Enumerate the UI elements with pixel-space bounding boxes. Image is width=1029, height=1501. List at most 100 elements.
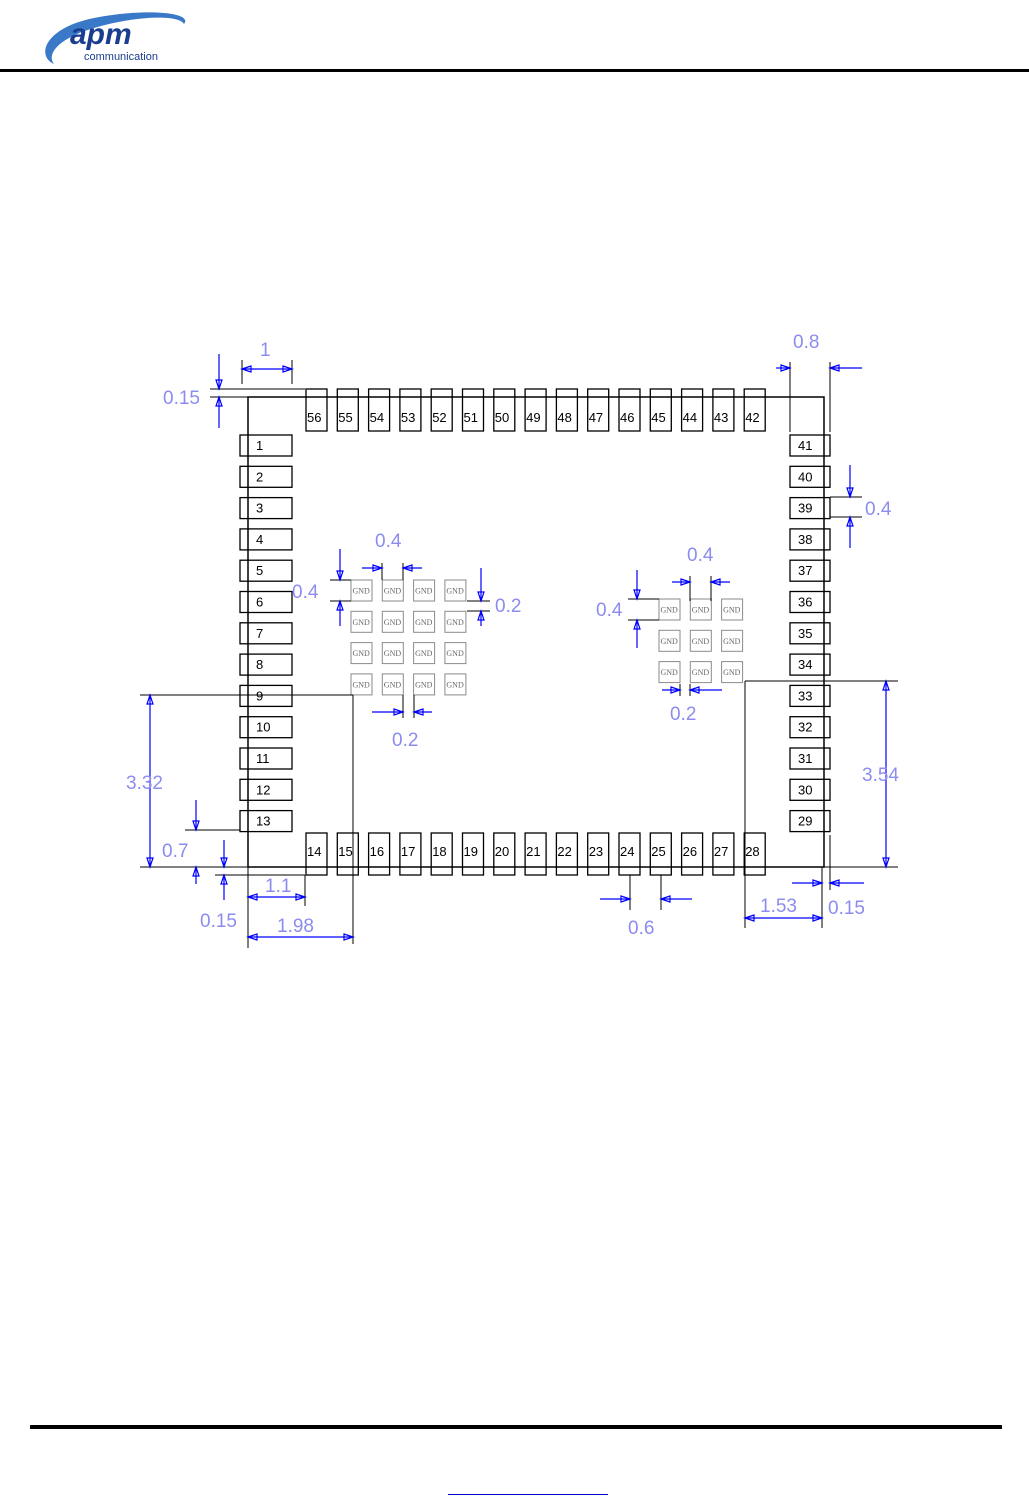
pin-pad bbox=[712, 832, 735, 876]
pin-pad bbox=[430, 832, 453, 876]
gnd-pad-left: GND bbox=[413, 642, 436, 665]
pin-pad bbox=[430, 388, 453, 432]
pin-number: 20 bbox=[495, 844, 509, 859]
dim-label: 1 bbox=[260, 340, 271, 361]
pin-number: 45 bbox=[651, 410, 665, 425]
pin-right: 29 bbox=[789, 809, 831, 833]
pin-pad bbox=[336, 388, 359, 432]
pin-pad bbox=[399, 832, 422, 876]
gnd-pad-left: GND bbox=[444, 642, 467, 665]
gnd-pad-right: GND bbox=[658, 661, 681, 684]
pin-pad bbox=[367, 832, 391, 876]
gnd-pad-left: GND bbox=[350, 610, 373, 633]
pin-pad bbox=[649, 388, 672, 432]
pin-number: 28 bbox=[745, 844, 759, 859]
pin-pad bbox=[789, 559, 831, 582]
pin-pad bbox=[789, 809, 831, 833]
gnd-label: GND bbox=[415, 649, 433, 658]
pin-right: 34 bbox=[789, 653, 831, 676]
pin-number: 24 bbox=[620, 844, 634, 859]
pin-number: 3 bbox=[256, 501, 263, 516]
pin-right: 35 bbox=[789, 622, 831, 645]
header-rule bbox=[0, 69, 1029, 72]
pin-number: 39 bbox=[798, 501, 812, 516]
dim-label: 1.53 bbox=[760, 896, 797, 917]
pin-number: 48 bbox=[557, 410, 571, 425]
pin-number: 44 bbox=[683, 410, 697, 425]
gnd-label: GND bbox=[384, 680, 402, 689]
pin-pad bbox=[618, 388, 641, 432]
pin-pad bbox=[239, 559, 293, 582]
pin-number: 9 bbox=[256, 688, 263, 703]
gnd-label: GND bbox=[661, 637, 679, 646]
dim-gnd-right-gap-x: 0.2 bbox=[662, 684, 722, 725]
gnd-pad-left: GND bbox=[413, 579, 436, 602]
pin-left: 5 bbox=[239, 559, 293, 582]
pin-pad bbox=[239, 590, 293, 614]
pin-number: 55 bbox=[338, 410, 352, 425]
gnd-pad-left: GND bbox=[350, 579, 373, 602]
dim-label: 0.4 bbox=[375, 531, 402, 552]
dim-gnd-left-gap-y: 0.2 bbox=[467, 568, 521, 626]
gnd-label: GND bbox=[446, 680, 464, 689]
pin-left: 6 bbox=[239, 590, 293, 614]
dim-label: 0.4 bbox=[865, 499, 892, 520]
pin-left: 12 bbox=[239, 778, 293, 801]
pin-bottom: 20 bbox=[493, 832, 516, 876]
gnd-label: GND bbox=[692, 668, 710, 677]
pin-top: 42 bbox=[743, 388, 766, 432]
pin-number: 8 bbox=[256, 657, 263, 672]
dim-label: 3.54 bbox=[862, 765, 899, 786]
pin-bottom: 27 bbox=[712, 832, 735, 876]
gnd-label: GND bbox=[353, 587, 371, 596]
pin-pad bbox=[680, 832, 704, 876]
dim-label: 0.15 bbox=[163, 388, 200, 409]
gnd-label: GND bbox=[661, 668, 679, 677]
dim-bottom-left-offset-y: 0.7 bbox=[162, 800, 240, 884]
pin-number: 43 bbox=[714, 410, 728, 425]
dim-right-pad-pitch: 0.4 bbox=[830, 465, 892, 548]
pin-bottom: 22 bbox=[555, 832, 579, 876]
pin-number: 1 bbox=[256, 438, 263, 453]
dim-bottom-left-gap: 0.15 bbox=[200, 840, 305, 932]
pin-number: 17 bbox=[401, 844, 415, 859]
gnd-pad-right: GND bbox=[658, 629, 681, 652]
pin-top: 49 bbox=[524, 388, 547, 432]
pin-number: 23 bbox=[589, 844, 603, 859]
pin-pad bbox=[305, 832, 328, 876]
pin-pad bbox=[712, 388, 735, 432]
pin-number: 22 bbox=[557, 844, 571, 859]
pin-number: 49 bbox=[526, 410, 540, 425]
dim-label: 0.15 bbox=[828, 898, 865, 919]
gnd-label: GND bbox=[692, 606, 710, 615]
pin-bottom: 18 bbox=[430, 832, 453, 876]
pin-pad bbox=[680, 388, 704, 432]
pin-top: 51 bbox=[461, 388, 485, 432]
dim-label: 0.6 bbox=[628, 918, 654, 939]
pin-bottom: 14 bbox=[305, 832, 328, 876]
pin-left: 9 bbox=[239, 684, 293, 708]
pin-number: 12 bbox=[256, 782, 270, 797]
dim-label: 0.4 bbox=[687, 545, 714, 566]
dim-gnd-right-pitch-y: 0.4 bbox=[596, 570, 659, 648]
pin-pad bbox=[305, 388, 328, 432]
pin-number: 4 bbox=[256, 532, 263, 547]
gnd-label: GND bbox=[661, 606, 679, 615]
footer-rule bbox=[30, 1425, 1002, 1429]
gnd-label: GND bbox=[384, 649, 402, 658]
pin-bottom: 28 bbox=[743, 832, 766, 876]
gnd-label: GND bbox=[723, 668, 741, 677]
gnd-label: GND bbox=[353, 649, 371, 658]
pin-top: 44 bbox=[680, 388, 704, 432]
pin-number: 36 bbox=[798, 595, 812, 610]
pin-number: 34 bbox=[798, 657, 812, 672]
pin-bottom: 24 bbox=[618, 832, 641, 876]
pin-number: 30 bbox=[798, 782, 812, 797]
gnd-label: GND bbox=[353, 618, 371, 627]
footer-link-underline[interactable] bbox=[448, 1494, 608, 1495]
dim-right-pad-width: 0.8 bbox=[776, 332, 862, 432]
pin-number: 32 bbox=[798, 720, 812, 735]
pin-bottom: 17 bbox=[399, 832, 422, 876]
pin-number: 31 bbox=[798, 751, 812, 766]
pin-pad bbox=[524, 388, 547, 432]
